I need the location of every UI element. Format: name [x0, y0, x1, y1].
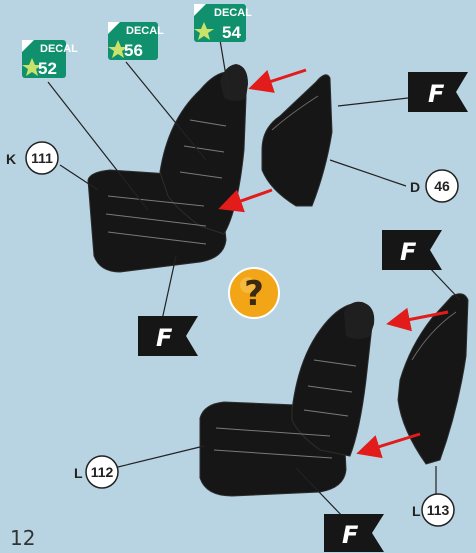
question-icon: ? [229, 268, 279, 318]
flag-letter: F [342, 521, 359, 549]
part-number: 113 [427, 502, 450, 518]
page-number: 12 [10, 526, 35, 550]
part-l-112: L 112 [74, 456, 118, 488]
side-panel-upper [262, 75, 332, 206]
flag-letter: F [156, 324, 173, 352]
flag-icon: F [324, 514, 384, 552]
decal-number: 56 [124, 41, 143, 60]
part-letter: K [6, 151, 16, 167]
question-mark: ? [244, 274, 264, 314]
part-k-111: K 111 [6, 142, 58, 174]
decal-54: DECAL 54 [194, 4, 252, 42]
flag-icon: F [382, 230, 442, 270]
part-letter: D [410, 179, 420, 195]
part-number: 46 [434, 178, 450, 194]
decal-label: DECAL [126, 25, 164, 37]
flag-letter: F [428, 80, 445, 108]
flag-letter: F [400, 238, 417, 266]
decal-number: 54 [222, 23, 241, 42]
decal-number: 52 [38, 59, 57, 78]
part-l-113: L 113 [412, 494, 454, 526]
part-d-46: D 46 [410, 170, 458, 202]
decal-label: DECAL [214, 7, 252, 19]
part-letter: L [74, 465, 83, 481]
decal-56: DECAL 56 [108, 22, 164, 60]
seat-lower [200, 302, 374, 496]
flag-icon: F [138, 316, 198, 356]
part-number: 111 [31, 150, 53, 166]
part-letter: L [412, 503, 421, 519]
flag-icon: F [408, 72, 468, 112]
decal-52: DECAL 52 [22, 40, 78, 78]
seat-upper [88, 64, 248, 272]
part-number: 112 [91, 464, 114, 480]
decal-label: DECAL [40, 43, 78, 55]
